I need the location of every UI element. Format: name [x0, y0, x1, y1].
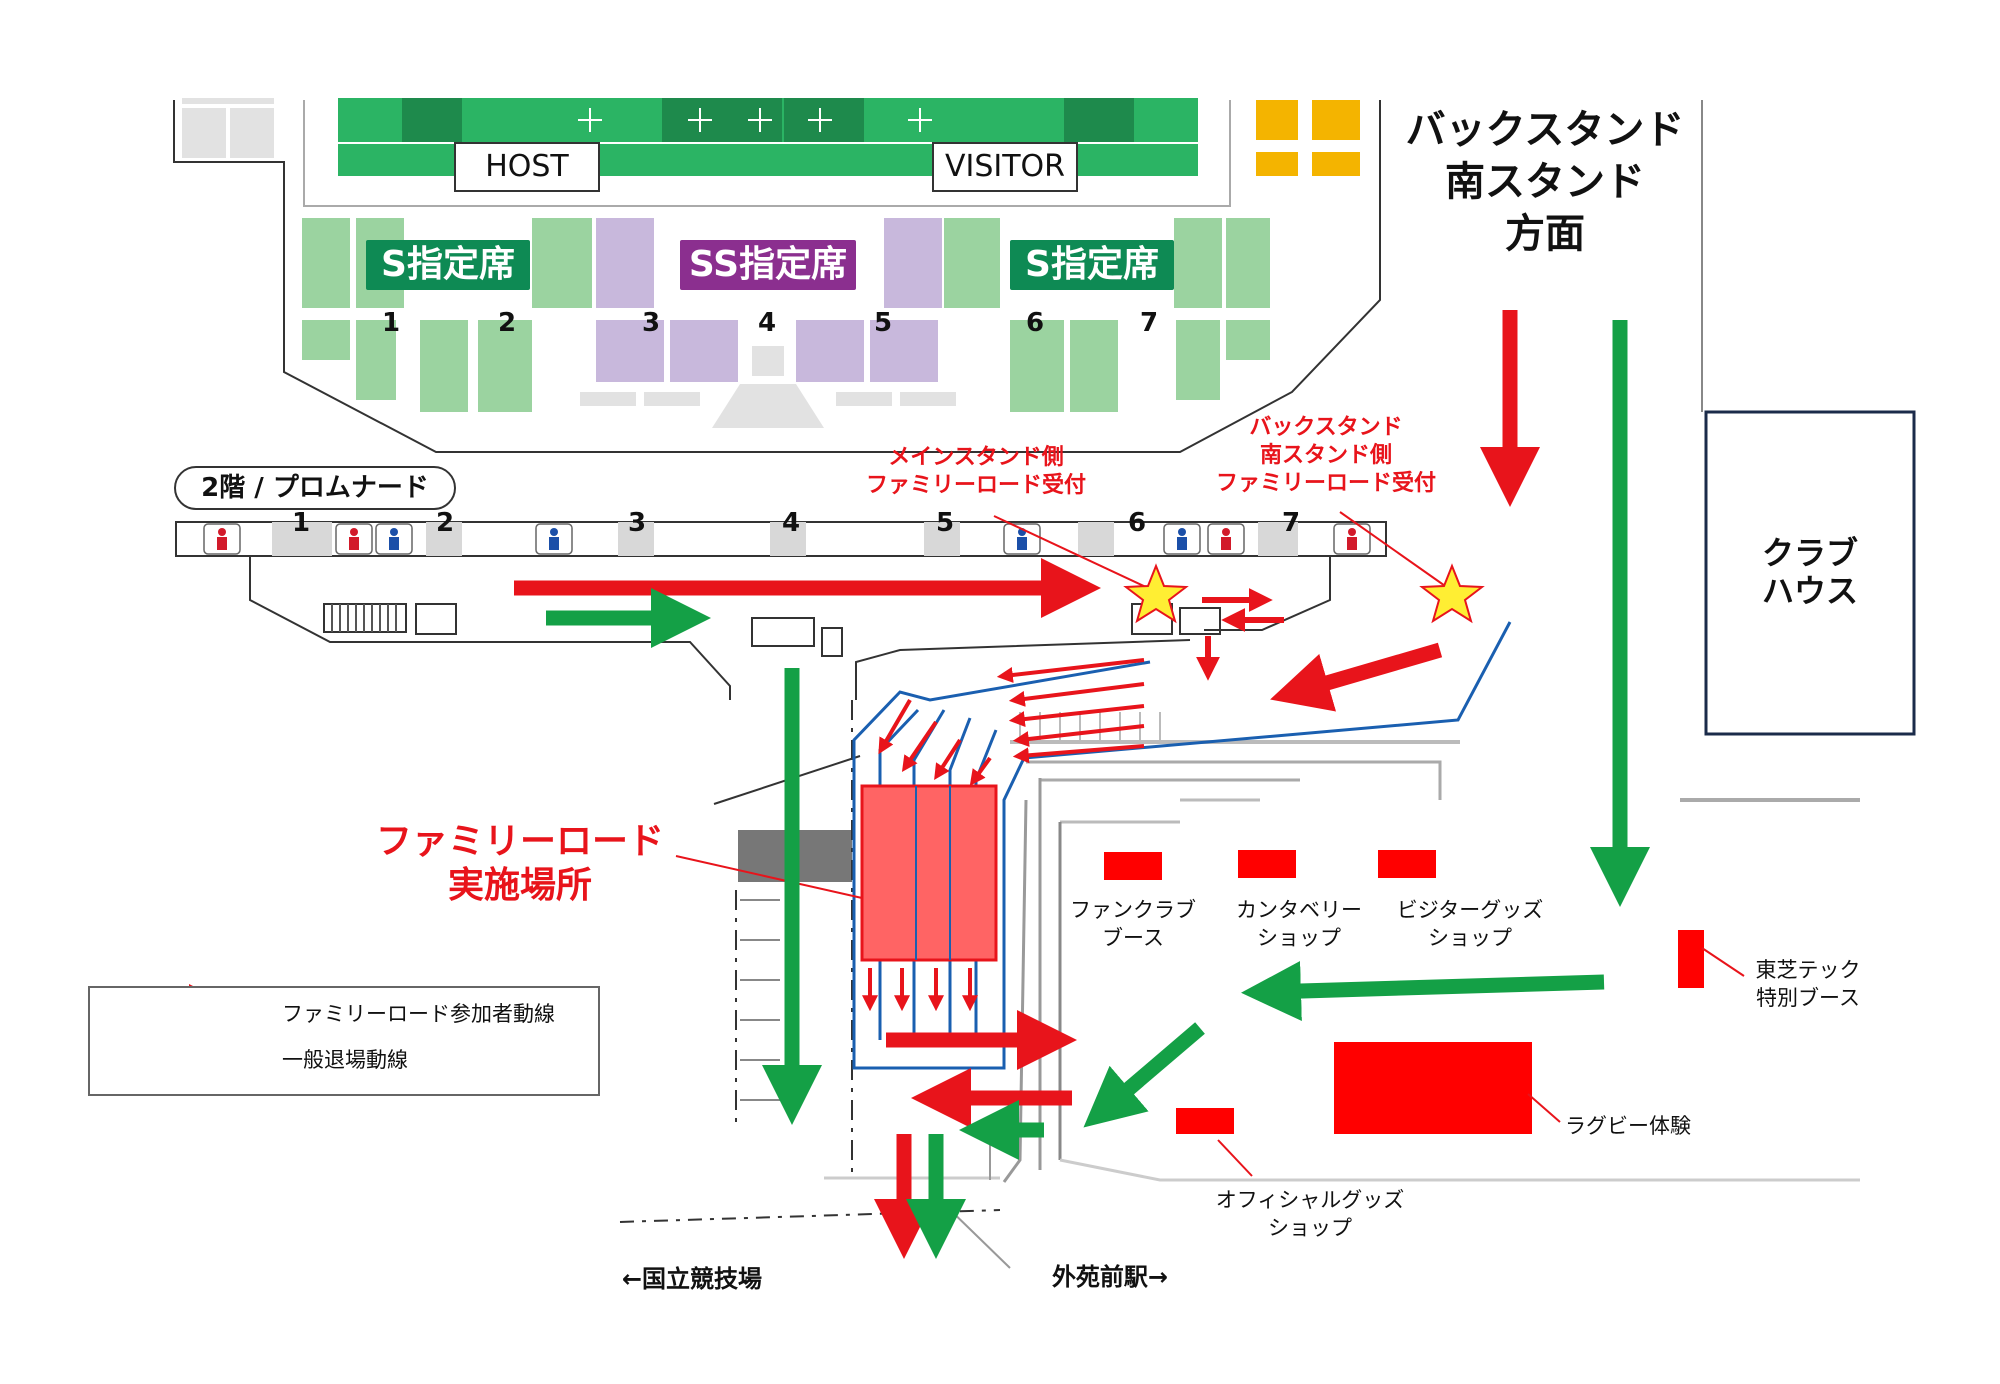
gate-number: 7 [1282, 508, 1301, 538]
back-stand-direction: バックスタンド 南スタンド 方面 [1390, 104, 1700, 260]
seat-blocks [302, 218, 1270, 428]
visitor-goods-line-1: ビジターグッズ [1396, 898, 1544, 922]
host-label: HOST [454, 142, 600, 192]
scoreboard-blocks [1256, 100, 1360, 176]
reception-stars [1123, 563, 1485, 624]
club-house [1704, 410, 1916, 736]
main-reception-star [1123, 563, 1189, 624]
toshiba-booth-line-1: 東芝テック [1755, 958, 1861, 982]
pitch [338, 98, 1198, 176]
family-road-venue-line-2: 実施場所 [447, 865, 592, 906]
seat-number: 3 [642, 308, 661, 338]
back-reception-line-1: バックスタンド [1249, 415, 1403, 440]
fanclub-booth-line-1: ファンクラブ [1070, 898, 1196, 922]
main-reception-line-2: ファミリーロード受付 [865, 473, 1086, 498]
back-stand-line-3: 方面 [1505, 211, 1585, 257]
family-road-venue-line-1: ファミリーロード [375, 821, 664, 862]
stadium-outline [173, 100, 1381, 453]
seat-number: 2 [498, 308, 517, 338]
gaienmae-station-label: 外苑前駅→ [1051, 1263, 1169, 1291]
gate-number: 2 [436, 508, 455, 538]
promenade-label: 2階 / プロムナード [174, 466, 456, 510]
gate-number: 3 [628, 508, 647, 538]
legend: ファミリーロード参加者動線 一般退場動線 [88, 986, 600, 1096]
club-house-line-2: ハウス [1761, 572, 1858, 610]
fanclub-booth-line-2: ブース [1102, 926, 1164, 950]
family-road-venue-label: ファミリーロード 実施場所 [360, 820, 680, 908]
seat-number: 4 [758, 308, 777, 338]
seat-badge-s-right: S指定席 [1010, 240, 1174, 290]
toshiba-booth-line-2: 特別ブース [1756, 986, 1860, 1010]
stairs [323, 603, 1221, 657]
family-road-venue [860, 784, 998, 962]
club-house-label: クラブ ハウス [1706, 534, 1914, 610]
visitor-label: VISITOR [932, 142, 1078, 192]
seat-number: 1 [382, 308, 401, 338]
visitor-goods-line-2: ショップ [1428, 926, 1512, 950]
visitor-goods-label: ビジターグッズ ショップ [1380, 896, 1560, 952]
left-stand-blocks [182, 98, 274, 158]
back-reception-label: バックスタンド 南スタンド側 ファミリーロード受付 [1196, 414, 1456, 498]
legend-item-participant: ファミリーロード参加者動線 [282, 1002, 555, 1026]
back-reception-star [1419, 563, 1485, 624]
gate-number: 4 [782, 508, 801, 538]
canterbury-shop-line-1: カンタベリー [1236, 898, 1362, 922]
canterbury-shop-label: カンタベリー ショップ [1216, 896, 1382, 952]
fanclub-booth-label: ファンクラブ ブース [1050, 896, 1216, 952]
seat-badge-s-left: S指定席 [366, 240, 530, 290]
red-routes [514, 310, 1540, 1259]
back-stand-line-1: バックスタンド [1405, 107, 1685, 153]
seat-number: 5 [874, 308, 893, 338]
back-reception-line-2: 南スタンド側 [1259, 443, 1392, 468]
gate-number: 6 [1128, 508, 1147, 538]
back-reception-line-3: ファミリーロード受付 [1215, 471, 1436, 496]
main-reception-label: メインスタンド側 ファミリーロード受付 [846, 444, 1106, 500]
gate-number: 5 [936, 508, 955, 538]
back-stand-line-2: 南スタンド [1445, 159, 1645, 205]
booths [1104, 850, 1704, 1134]
toshiba-booth-label: 東芝テック 特別ブース [1738, 956, 1878, 1012]
seat-number: 6 [1026, 308, 1045, 338]
green-routes [546, 320, 1650, 1259]
leader-lines [675, 511, 1745, 1177]
legend-item-general: 一般退場動線 [282, 1048, 408, 1072]
main-reception-line-1: メインスタンド側 [888, 445, 1064, 470]
rugby-experience-label: ラグビー体験 [1565, 1114, 1691, 1138]
promenade-band [175, 521, 1387, 557]
national-stadium-label: ←国立競技場 [621, 1265, 763, 1293]
official-goods-line-1: オフィシャルグッズ [1215, 1188, 1405, 1212]
canterbury-shop-line-2: ショップ [1257, 926, 1341, 950]
lower-structures [619, 700, 1860, 1269]
seat-number: 7 [1140, 308, 1159, 338]
official-goods-label: オフィシャルグッズ ショップ [1200, 1186, 1420, 1242]
club-house-line-1: クラブ [1761, 534, 1858, 572]
gate-number: 1 [292, 508, 311, 538]
official-goods-line-2: ショップ [1268, 1216, 1352, 1240]
seat-badge-ss: SS指定席 [680, 240, 856, 290]
